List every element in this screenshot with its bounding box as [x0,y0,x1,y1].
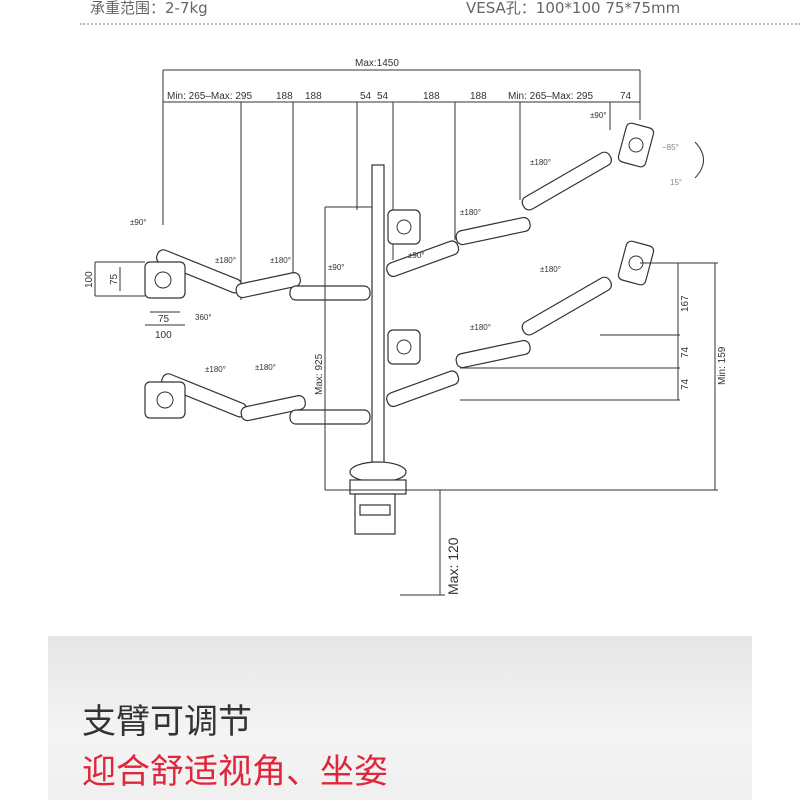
height-dimensions: 167 74 74 Min: 159 Max: 925 Max: 120 [314,206,728,596]
rotation-label: ±180° [470,323,491,332]
rotation-label: ±180° [215,256,236,265]
dim-label: 74 [620,91,632,102]
rotation-label: ±90° [328,263,345,272]
vesa-dimensions: 100 75 75 100 [84,261,185,341]
dim-label: Min: 265–Max: 295 [508,91,593,102]
divider [80,23,800,25]
rotation-label: ±180° [270,256,291,265]
height-label: 74 [680,378,691,390]
vesa-dim-label: 100 [155,330,172,341]
dim-label: Min: 265–Max: 295 [167,91,252,102]
rotation-label: ±90° [130,218,147,227]
dim-label: 54 [377,91,389,102]
footer-subtitle: 迎合舒适视角、坐姿 [82,752,388,792]
min-height-label: Min: 159 [717,346,728,385]
height-label: 74 [680,346,691,358]
dim-label: 188 [470,91,487,102]
pole [371,164,385,471]
arm-left-upper [155,249,371,301]
dim-label: 188 [276,91,293,102]
load-range-text: 承重范围：2-7kg [90,0,208,17]
arm-left-lower [160,373,371,425]
width-dimensions: Max:1450 Min: 265–Max: 295 188 188 54 54… [162,58,641,300]
max-height-label: Max: 925 [314,353,325,395]
rotation-label: ±180° [460,208,481,217]
rotation-label: ±180° [530,158,551,167]
rotation-label: ±180° [540,265,561,274]
vesa-dim-label: 75 [109,273,120,285]
dim-label: 188 [305,91,322,102]
clamp-max-label: Max: 120 [445,537,461,595]
rotation-label: ±180° [205,365,226,374]
arm-right-top [386,151,613,278]
max-width-label: Max:1450 [355,58,399,69]
rotation-label: 360° [195,313,212,322]
vesa-dim-label: 100 [84,271,95,288]
rotation-label: ±90° [590,111,607,120]
dim-label: 188 [423,91,440,102]
height-label: 167 [680,295,691,312]
footer-banner: 支臂可调节 迎合舒适视角、坐姿 [48,636,752,800]
rotation-labels: ±90° ±180° ±180° ±90° 360° ±180° ±180° ±… [130,111,704,374]
arm-right-middle [386,276,613,408]
vesa-plate-icon [144,122,655,419]
tilt-arrow-icon [694,141,704,179]
tilt-label: −85° [662,143,679,152]
rotation-label: ±180° [255,363,276,372]
vesa-dim-label: 75 [158,314,170,325]
desk-clamp [349,461,407,535]
dim-label: 54 [360,91,372,102]
tilt-label: 15° [670,178,682,187]
monitor-arm-diagram: Max:1450 Min: 265–Max: 295 188 188 54 54… [84,58,728,596]
footer-title: 支臂可调节 [82,702,252,742]
vesa-text: VESA孔：100*100 75*75mm [466,0,681,17]
rotation-label: ±90° [408,251,425,260]
